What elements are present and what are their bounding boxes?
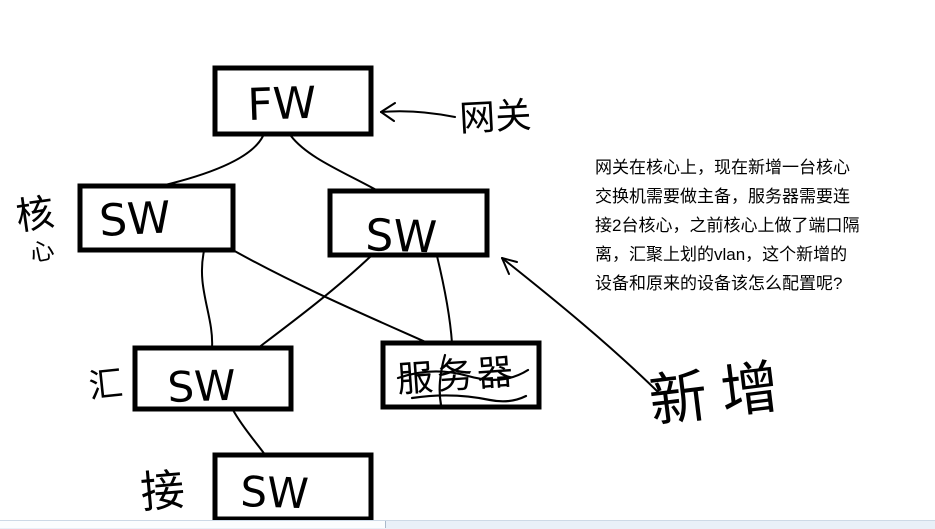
edge-fw-to-core-right <box>290 135 381 193</box>
edge-core-right-to-agg <box>257 255 372 349</box>
note-line: 接2台核心，之前核心上做了端口隔 <box>595 216 860 235</box>
edge-agg-to-access <box>232 409 267 457</box>
note-line: 网关在核心上，现在新增一台核心 <box>595 158 850 177</box>
access-switch-label: SW <box>240 467 310 518</box>
firewall-label: FW <box>247 78 318 131</box>
new-device-arrow <box>501 257 659 393</box>
question-note: 网关在核心上，现在新增一台核心 交换机需要做主备，服务器需要连 接2台核心，之前… <box>595 153 915 298</box>
edge-core-left-to-agg <box>200 250 214 349</box>
core-switch-right-label: SW <box>365 210 438 263</box>
server-label-scribble <box>396 353 530 407</box>
agg-switch-box <box>132 345 294 412</box>
server-label: 服务器 <box>396 352 519 401</box>
edge-core-left-to-server <box>230 248 431 345</box>
note-line: 离，汇聚上划的vlan，这个新增的 <box>595 245 848 264</box>
core-switch-left-label: SW <box>98 192 172 247</box>
edge-fw-to-core-left <box>151 135 264 189</box>
core-switch-right-box <box>327 188 490 258</box>
agg-annotation: 汇 <box>87 364 125 407</box>
gateway-arrow <box>380 102 456 122</box>
gateway-annotation: 网关 <box>458 95 532 140</box>
access-annotation: 接 <box>139 464 187 519</box>
horizontal-scrollbar[interactable] <box>0 520 935 529</box>
firewall-box <box>212 65 374 137</box>
note-line: 设备和原来的设备该怎么配置呢? <box>595 274 843 293</box>
new-device-annotation: 新增 <box>645 351 796 436</box>
horizontal-scrollbar-thumb[interactable] <box>0 521 386 528</box>
core-annotation-2: 心 <box>27 235 56 267</box>
core-annotation: 核 <box>13 190 57 239</box>
edge-core-right-to-server <box>436 255 453 344</box>
core-switch-left-box <box>77 183 236 253</box>
note-line: 交换机需要做主备，服务器需要连 <box>595 187 850 206</box>
access-switch-box <box>212 452 374 521</box>
agg-switch-label: SW <box>167 361 237 412</box>
